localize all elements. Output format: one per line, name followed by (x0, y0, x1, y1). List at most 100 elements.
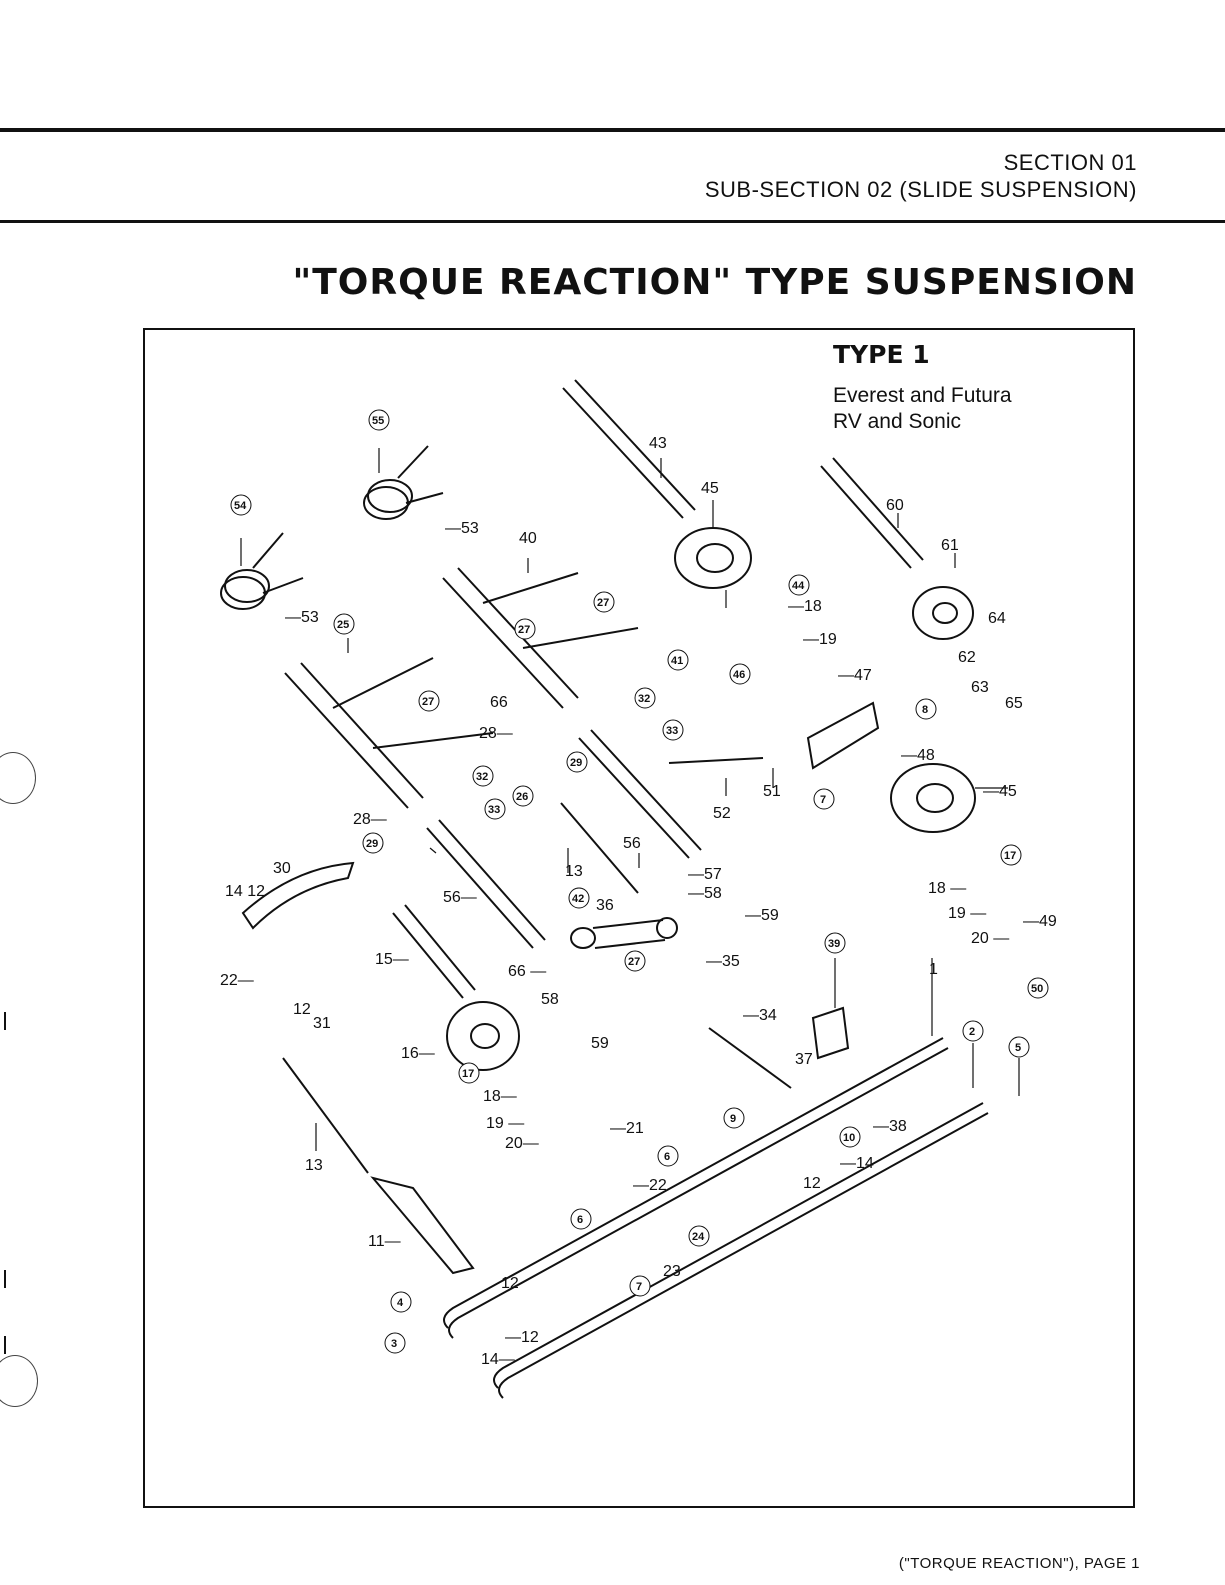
figure-type-title: TYPE 1 (833, 340, 930, 369)
link-34 (708, 1027, 792, 1089)
svg-text:32: 32 (476, 771, 488, 783)
figure-models-line-2: RV and Sonic (833, 410, 962, 433)
strap-30 (241, 861, 355, 930)
svg-text:—47: —47 (838, 667, 872, 684)
svg-text:66 —: 66 — (508, 963, 546, 980)
svg-text:41: 41 (671, 655, 683, 667)
spring-55 (363, 445, 444, 520)
svg-text:28—: 28— (479, 725, 513, 742)
svg-text:43: 43 (649, 435, 667, 452)
svg-text:7: 7 (820, 794, 826, 806)
svg-text:5: 5 (1015, 1042, 1021, 1054)
callout-32b: 32 (472, 765, 494, 787)
callout-6b: 6 (570, 1208, 592, 1230)
shaft-60 (820, 457, 924, 569)
callout-25: 25 (333, 613, 355, 635)
callout-46: 46 (729, 663, 751, 685)
svg-text:37: 37 (795, 1051, 813, 1068)
svg-text:28—: 28— (353, 811, 387, 828)
svg-text:8: 8 (922, 704, 928, 716)
svg-text:12: 12 (293, 1001, 311, 1018)
svg-text:11—: 11— (368, 1233, 401, 1250)
wheel-45-lower (890, 763, 976, 833)
svg-text:32: 32 (638, 693, 650, 705)
rod-13-lower (282, 1057, 369, 1174)
svg-text:—49: —49 (1023, 913, 1057, 930)
svg-text:65: 65 (1005, 695, 1023, 712)
svg-text:1: 1 (929, 961, 938, 978)
svg-text:—45: —45 (983, 783, 1017, 800)
svg-text:19 —: 19 — (486, 1115, 524, 1132)
callout-8: 8 (915, 698, 937, 720)
svg-text:—53: —53 (445, 520, 479, 537)
svg-text:10: 10 (843, 1132, 855, 1144)
shaft-56-upper (578, 729, 702, 859)
callout-27b: 27 (514, 618, 536, 640)
shaft-15 (392, 904, 476, 999)
svg-text:17: 17 (462, 1068, 474, 1080)
callout-24: 24 (688, 1225, 710, 1247)
shaft-43 (562, 379, 696, 519)
svg-text:—35: —35 (706, 953, 740, 970)
svg-text:7: 7 (636, 1281, 642, 1293)
callout-26: 26 (512, 785, 534, 807)
subsection-label: SUB-SECTION 02 (SLIDE SUSPENSION) (704, 177, 1137, 202)
svg-text:51: 51 (763, 783, 781, 800)
svg-text:25: 25 (337, 619, 349, 631)
svg-text:18—: 18— (483, 1088, 517, 1105)
svg-text:42: 42 (572, 893, 584, 905)
svg-text:13: 13 (305, 1157, 323, 1174)
svg-text:—57: —57 (688, 866, 722, 883)
callout-33b: 33 (484, 798, 506, 820)
rod-13-upper (560, 802, 639, 894)
svg-text:26: 26 (516, 791, 528, 803)
svg-text:60: 60 (886, 497, 904, 514)
svg-text:23: 23 (663, 1263, 681, 1280)
svg-text:55: 55 (372, 415, 384, 427)
svg-text:—12: —12 (505, 1329, 539, 1346)
margin-mark (4, 1012, 6, 1030)
svg-text:—48: —48 (901, 747, 935, 764)
svg-text:50: 50 (1031, 983, 1043, 995)
callout-55: 55 (368, 409, 390, 431)
guide-11 (370, 1176, 475, 1275)
callout-2a: 2 (962, 1020, 984, 1042)
callout-42: 42 (568, 887, 590, 909)
svg-text:15—: 15— (375, 951, 409, 968)
callout-5: 5 (1008, 1036, 1030, 1058)
svg-text:16—: 16— (401, 1045, 435, 1062)
svg-text:13: 13 (565, 863, 583, 880)
svg-text:27: 27 (628, 956, 640, 968)
svg-text:12: 12 (501, 1275, 519, 1292)
binder-hole-upper (0, 752, 36, 804)
svg-text:46: 46 (733, 669, 745, 681)
callout-41: 41 (667, 649, 689, 671)
callout-54: 54 (230, 494, 252, 516)
svg-text:—59: —59 (745, 907, 779, 924)
callout-39: 39 (824, 932, 846, 954)
callout-10: 10 (839, 1126, 861, 1148)
svg-text:40: 40 (519, 530, 537, 547)
callout-27c: 27 (418, 690, 440, 712)
svg-text:44: 44 (792, 580, 805, 592)
callout-29b: 29 (362, 832, 384, 854)
svg-text:33: 33 (666, 725, 678, 737)
page-footer: ("TORQUE REACTION"), PAGE 1 (898, 1555, 1140, 1572)
svg-text:63: 63 (971, 679, 989, 696)
svg-text:12: 12 (803, 1175, 821, 1192)
svg-text:14 12: 14 12 (225, 883, 265, 900)
callout-27a: 27 (593, 591, 615, 613)
svg-text:9: 9 (730, 1113, 736, 1125)
page-title: "TORQUE REACTION" TYPE SUSPENSION (292, 262, 1137, 303)
svg-text:17: 17 (1004, 850, 1016, 862)
wheel-16 (446, 1001, 520, 1071)
svg-text:18 —: 18 — (928, 880, 966, 897)
svg-text:—18: —18 (788, 598, 822, 615)
svg-text:45: 45 (701, 480, 719, 497)
svg-text:58: 58 (541, 991, 559, 1008)
svg-text:20—: 20— (505, 1135, 539, 1152)
bracket-39 (811, 1006, 850, 1060)
svg-text:31: 31 (313, 1015, 331, 1032)
figure-frame (143, 328, 1135, 1508)
callout-17a: 17 (1000, 844, 1022, 866)
